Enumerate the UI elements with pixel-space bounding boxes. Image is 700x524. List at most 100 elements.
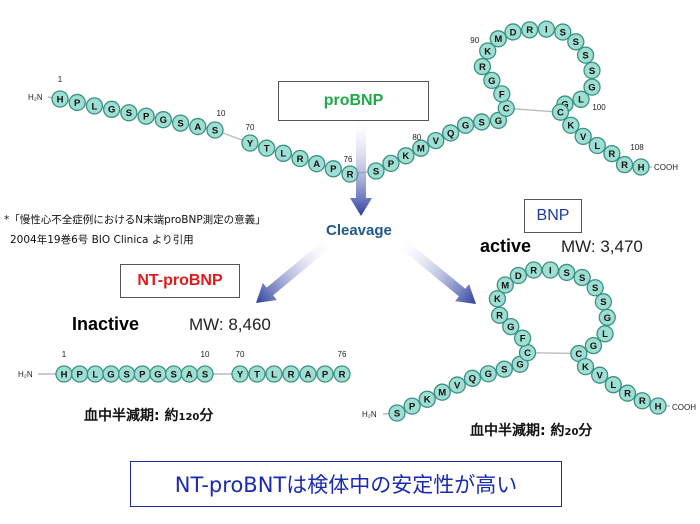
probnp-residue-letter: A: [194, 122, 201, 133]
probnp-residue: P: [324, 160, 342, 178]
bnp-residue-circle: [496, 276, 514, 294]
bnp-residue-letter: H: [655, 401, 662, 412]
bnp-cterm-label: COOH: [672, 403, 696, 412]
probnp-residue: S: [576, 46, 595, 64]
active-mw-label: MW: 3,470: [561, 237, 643, 256]
probnp-residue-circle: [137, 107, 155, 125]
bnp-residue-letter: K: [424, 395, 431, 406]
nt-residue: S: [196, 365, 214, 383]
probnp-residue-letter: R: [621, 160, 628, 171]
probnp-residue: V: [427, 131, 445, 150]
probnp-residue-letter: V: [580, 132, 587, 143]
bnp-residue-circle: [490, 306, 509, 324]
probnp-label: proBNP: [323, 92, 384, 109]
probnp-residue: G: [154, 111, 172, 129]
nt-residue-letter: L: [271, 369, 277, 380]
bnp-residue-letter: K: [494, 294, 501, 305]
bnp-residue-letter: G: [516, 360, 523, 371]
probnp-residue: Q: [441, 124, 460, 142]
nt-residue-letter: A: [305, 369, 312, 380]
nt-residue-letter: R: [339, 369, 346, 380]
probnp-residue-letter: S: [126, 108, 132, 119]
probnp-residue: S: [473, 113, 491, 131]
probnp-residue-circle: [588, 136, 606, 155]
bnp-residue-letter: G: [507, 322, 514, 333]
bnp-residue-circle: [576, 357, 595, 376]
probnp-residue-circle: [567, 33, 585, 51]
probnp-residue-circle: [583, 78, 601, 96]
probnp-disulfide-link: [506, 107, 561, 113]
probnp-residue-letter: G: [108, 105, 115, 116]
ntprobnp-box: NT-proBNP: [120, 264, 240, 298]
bnp-residue: K: [576, 357, 595, 376]
bnp-residue-circle: [598, 308, 616, 327]
nt-pos-76: 76: [338, 350, 347, 359]
probnp-residue: P: [68, 93, 86, 112]
probnp-residue-circle: [189, 117, 207, 136]
probnp-residue-letter: K: [484, 46, 491, 57]
probnp-residue-letter: H: [57, 94, 64, 105]
nt-residue: G: [149, 365, 167, 383]
probnp-residue-letter: A: [313, 159, 320, 170]
bnp-residue-circle: [596, 325, 614, 343]
probnp-residue-letter: G: [588, 83, 595, 94]
probnp-residue-circle: [103, 100, 121, 118]
probnp-residue-circle: [574, 127, 592, 146]
nt-residue: G: [102, 365, 120, 383]
nt-residue-letter: S: [170, 369, 176, 380]
probnp-residue-circle: [479, 42, 497, 60]
bnp-residue-letter: L: [610, 380, 616, 391]
bnp-residue-letter: V: [454, 380, 461, 391]
nt-residue-letter: R: [288, 369, 295, 380]
bnp-halflife-number: 20: [564, 427, 579, 438]
probnp-cterm-label: COOH: [654, 163, 678, 172]
probnp-nterm-label: H₂N: [28, 93, 43, 102]
probnp-residue-circle: [154, 111, 172, 129]
probnp-residue: L: [274, 144, 292, 162]
bnp-residue-letter: S: [592, 283, 598, 294]
probnp-residue-letter: Y: [247, 138, 254, 149]
nt-residue: P: [71, 365, 89, 383]
probnp-residue-circle: [291, 149, 309, 168]
bnp-residue-letter: G: [604, 313, 611, 324]
bnp-residue-circle: [573, 268, 591, 287]
probnp-residue-circle: [551, 103, 570, 121]
probnp-residue: C: [497, 99, 515, 117]
bnp-residue-circle: [591, 366, 609, 384]
bnp-residue: S: [388, 404, 406, 422]
bnp-residue-letter: D: [515, 271, 522, 282]
probnp-residue: A: [308, 155, 326, 173]
probnp-residue-letter: P: [330, 164, 337, 175]
bnp-residue-letter: I: [549, 265, 552, 276]
bnp-residue-letter: R: [496, 311, 503, 322]
arrow-to-cleavage: [350, 122, 372, 216]
probnp-residue-letter: P: [388, 159, 395, 170]
bnp-residue-letter: S: [600, 297, 606, 308]
probnp-residue: L: [85, 97, 104, 115]
probnp-residue: G: [483, 71, 501, 90]
bnp-residue-letter: V: [597, 371, 604, 382]
probnp-residue-letter: K: [402, 151, 409, 162]
probnp-residue-circle: [206, 121, 224, 139]
bnp-residue: L: [596, 325, 614, 343]
probnp-residue-letter: S: [560, 27, 566, 38]
nt-residue: Y: [231, 365, 249, 383]
ntprobnp-label: NT-proBNP: [137, 272, 223, 289]
probnp-residue-letter: K: [567, 121, 574, 132]
bnp-residue-circle: [618, 384, 637, 402]
probnp-residue: G: [489, 111, 508, 130]
probnp-residue-letter: G: [495, 116, 502, 127]
probnp-residue-circle: [120, 104, 138, 122]
probnp-residue-circle: [382, 154, 400, 173]
probnp-residue-letter: P: [143, 112, 150, 123]
nt-residue: L: [265, 365, 283, 383]
probnp-residue-circle: [520, 21, 539, 39]
probnp-residue-letter: R: [608, 149, 615, 160]
probnp-residue-letter: S: [373, 166, 379, 177]
probnp-pos-76: 76: [344, 155, 353, 164]
nt-residue-circle: [333, 365, 351, 383]
probnp-residue: K: [479, 42, 497, 60]
probnp-residue-letter: S: [589, 66, 595, 77]
bnp-residue: G: [502, 317, 520, 336]
